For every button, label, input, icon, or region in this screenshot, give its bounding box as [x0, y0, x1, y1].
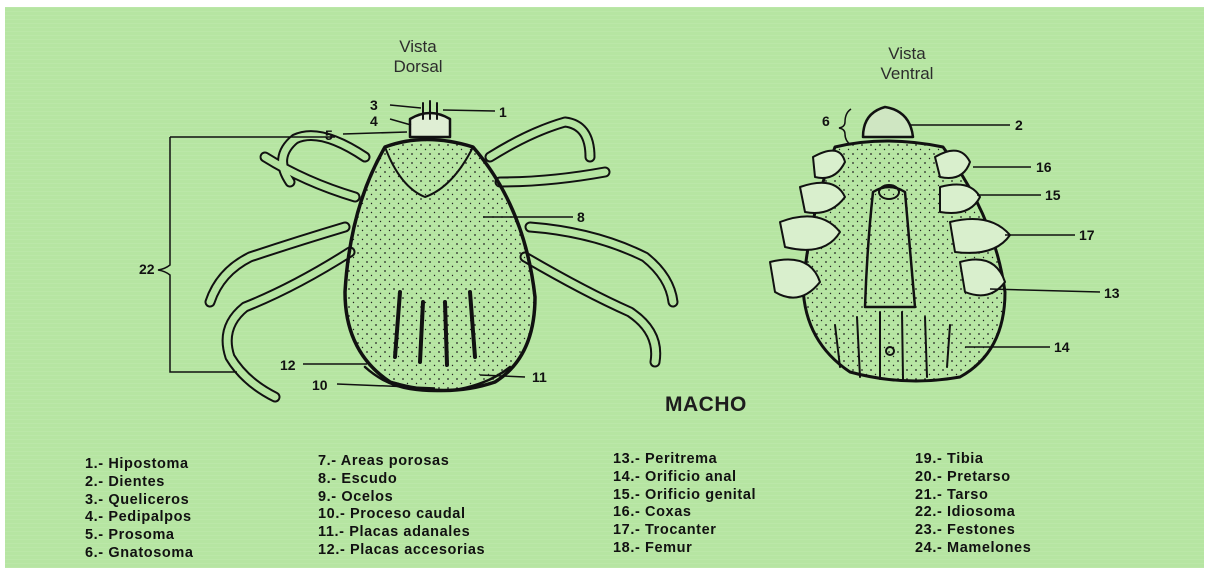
ventral-view-title: Vista Ventral: [847, 44, 967, 84]
callout-v17: 17: [1079, 227, 1095, 243]
legend-item: 14.- Orificio anal: [613, 469, 756, 487]
callout-11: 11: [532, 369, 547, 385]
callout-3: 3: [370, 97, 378, 113]
ventral-title-line2: Ventral: [847, 64, 967, 84]
legend-item: 7.- Areas porosas: [318, 453, 485, 471]
legend-item: 13.- Peritrema: [613, 451, 756, 469]
callout-v16: 16: [1036, 159, 1052, 175]
legend-column-2: 7.- Areas porosas 8.- Escudo 9.- Ocelos …: [318, 453, 485, 560]
callout-4: 4: [370, 113, 378, 129]
legend-item: 18.- Femur: [613, 540, 756, 558]
legend-column-3: 13.- Peritrema 14.- Orificio anal 15.- O…: [613, 451, 756, 558]
ventral-tick-drawing: [770, 107, 1010, 381]
diagram-panel: Vista Dorsal Vista Ventral 3 4 5 1 8 22 …: [5, 7, 1204, 568]
legend-item: 10.- Proceso caudal: [318, 506, 485, 524]
legend-column-1: 1.- Hipostoma 2.- Dientes 3.- Queliceros…: [85, 456, 194, 563]
dorsal-tick-drawing: [210, 101, 673, 397]
legend-item: 4.- Pedipalpos: [85, 509, 194, 527]
dorsal-title-line1: Vista: [358, 37, 478, 57]
legend-item: 15.- Orificio genital: [613, 487, 756, 505]
legend-item: 23.- Festones: [915, 522, 1031, 540]
callout-v15: 15: [1045, 187, 1061, 203]
legend-item: 19.- Tibia: [915, 451, 1031, 469]
legend-item: 2.- Dientes: [85, 474, 194, 492]
legend-item: 12.- Placas accesorias: [318, 542, 485, 560]
legend-item: 8.- Escudo: [318, 471, 485, 489]
sex-label: MACHO: [665, 393, 747, 417]
callout-12: 12: [280, 357, 296, 373]
legend-item: 9.- Ocelos: [318, 489, 485, 507]
callout-8: 8: [577, 209, 585, 225]
legend-item: 11.- Placas adanales: [318, 524, 485, 542]
legend-item: 16.- Coxas: [613, 504, 756, 522]
legend-item: 22.- Idiosoma: [915, 504, 1031, 522]
callout-22: 22: [139, 261, 155, 277]
legend-item: 20.- Pretarso: [915, 469, 1031, 487]
legend-item: 3.- Queliceros: [85, 492, 194, 510]
callout-10: 10: [312, 377, 328, 393]
ventral-title-line1: Vista: [847, 44, 967, 64]
callout-1: 1: [499, 104, 507, 120]
callout-5: 5: [325, 127, 333, 143]
legend-item: 17.- Trocanter: [613, 522, 756, 540]
legend-item: 6.- Gnatosoma: [85, 545, 194, 563]
dorsal-title-line2: Dorsal: [358, 57, 478, 77]
dorsal-view-title: Vista Dorsal: [358, 37, 478, 77]
legend-item: 1.- Hipostoma: [85, 456, 194, 474]
callout-v6: 6: [822, 113, 830, 129]
legend-item: 21.- Tarso: [915, 487, 1031, 505]
legend-item: 24.- Mamelones: [915, 540, 1031, 558]
callout-v2: 2: [1015, 117, 1023, 133]
legend-item: 5.- Prosoma: [85, 527, 194, 545]
callout-v14: 14: [1054, 339, 1070, 355]
legend-column-4: 19.- Tibia 20.- Pretarso 21.- Tarso 22.-…: [915, 451, 1031, 558]
callout-v13: 13: [1104, 285, 1120, 301]
